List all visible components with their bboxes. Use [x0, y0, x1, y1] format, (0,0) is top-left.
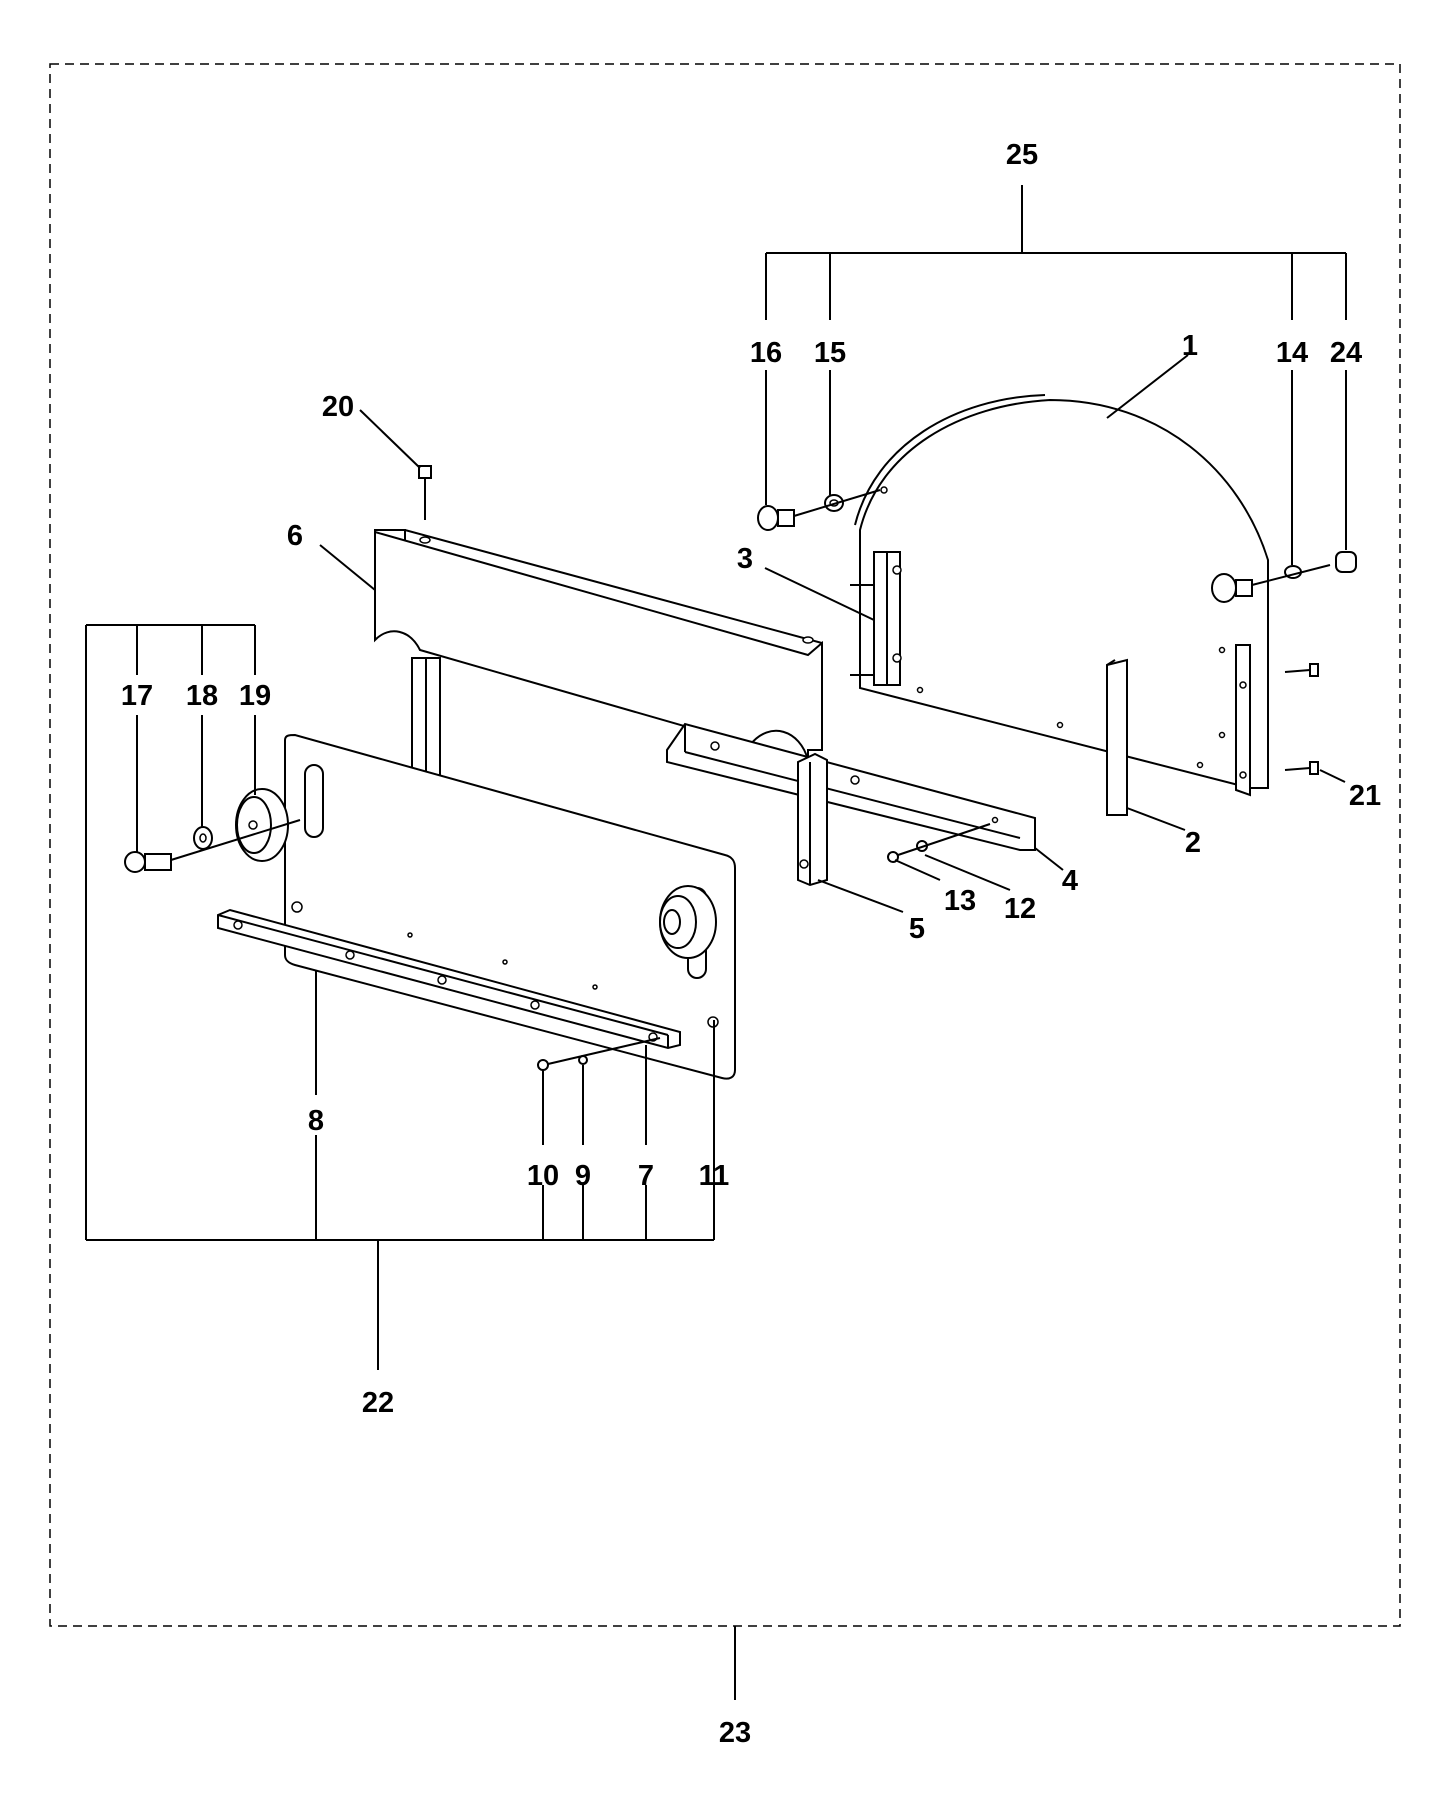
assembly-boundary	[49, 63, 1401, 1627]
screw-13-washer-12	[887, 823, 991, 863]
bracket-25	[765, 185, 1347, 320]
left-post	[411, 657, 441, 776]
label-10: 10	[527, 1160, 559, 1192]
top-beam	[374, 529, 823, 761]
label-23: 23	[719, 1717, 751, 1749]
label-16: 16	[750, 337, 782, 369]
knob-right	[1211, 551, 1357, 603]
adjusting-wheel-right	[659, 885, 717, 959]
label-22: 22	[362, 1387, 394, 1419]
label-17: 17	[121, 680, 153, 712]
label-5: 5	[909, 913, 925, 945]
blade-guard-plate	[854, 394, 1269, 789]
screws-21	[1284, 663, 1319, 775]
label-1: 1	[1182, 330, 1198, 362]
label-25: 25	[1006, 139, 1038, 171]
label-21: 21	[1349, 780, 1381, 812]
angle-bar	[666, 722, 1036, 851]
label-15: 15	[814, 337, 846, 369]
label-3: 3	[737, 543, 753, 575]
guard-bracket	[850, 551, 902, 686]
label-19: 19	[239, 680, 271, 712]
post	[797, 752, 828, 887]
label-6: 6	[287, 520, 303, 552]
rail	[217, 908, 681, 1050]
label-18: 18	[186, 680, 218, 712]
label-2: 2	[1185, 827, 1201, 859]
knob-left	[757, 486, 888, 531]
leader-lines	[136, 354, 1347, 1145]
label-4: 4	[1062, 865, 1078, 897]
label-7: 7	[638, 1160, 654, 1192]
label-8: 8	[308, 1105, 324, 1137]
part-labels: 1 2 3 4 5 6 7 8 9 10 11 12 13 14 15 16 1…	[121, 139, 1381, 1749]
screw-10-washer-9	[537, 1037, 661, 1071]
screw-17-washer-18-wheel-19	[124, 788, 301, 873]
label-24: 24	[1330, 337, 1362, 369]
screw-20	[418, 465, 432, 520]
guard-edge-strip	[1235, 644, 1251, 797]
label-20: 20	[322, 391, 354, 423]
label-9: 9	[575, 1160, 591, 1192]
bracket-22	[85, 624, 715, 1370]
angle-piece	[1106, 658, 1128, 816]
label-13: 13	[944, 885, 976, 917]
label-11: 11	[699, 1160, 730, 1192]
label-14: 14	[1276, 337, 1308, 369]
label-12: 12	[1004, 893, 1036, 925]
